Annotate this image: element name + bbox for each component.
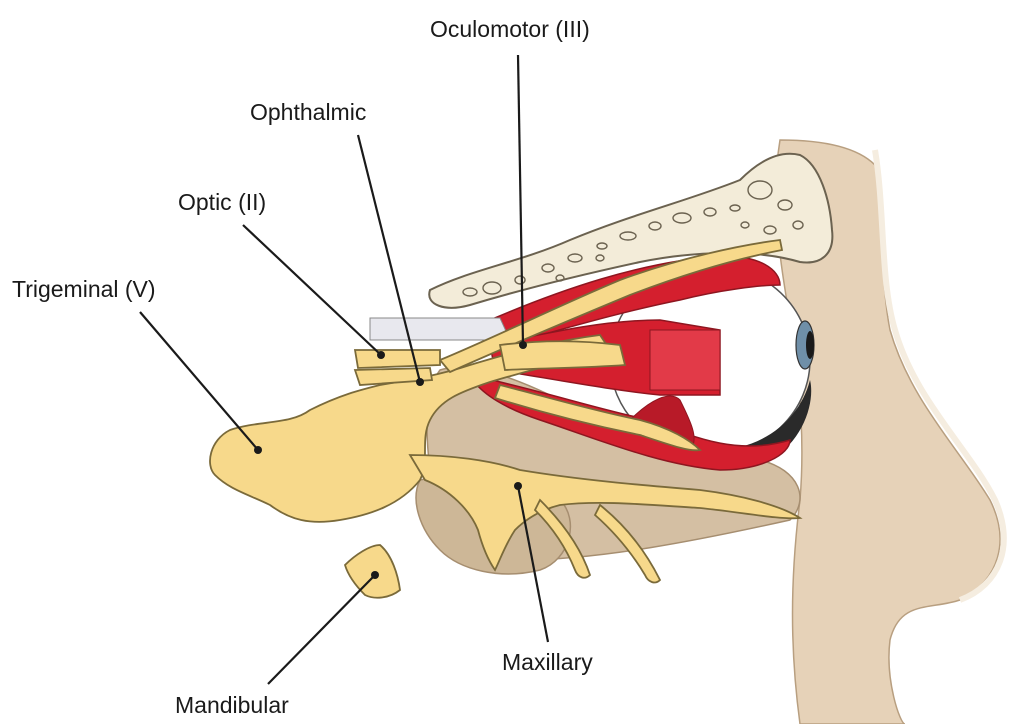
label-oculomotor: Oculomotor (III): [430, 16, 590, 42]
leader-maxillary-dot: [514, 482, 522, 490]
label-ophthalmic: Ophthalmic: [250, 99, 366, 125]
pupil: [806, 331, 814, 359]
leader-ophthalmic-dot: [416, 378, 424, 386]
oculomotor-branch: [500, 341, 625, 370]
leader-mandibular-dot: [371, 571, 379, 579]
leader-ophthalmic: [358, 135, 420, 382]
leader-trigeminal: [140, 312, 258, 450]
mandibular-branch: [345, 545, 400, 598]
label-optic: Optic (II): [178, 189, 266, 215]
label-mandibular: Mandibular: [175, 692, 289, 718]
optic-nerve-stub: [355, 350, 440, 368]
leader-optic-dot: [377, 351, 385, 359]
label-trigeminal: Trigeminal (V): [12, 276, 156, 302]
leader-mandibular: [268, 575, 375, 684]
label-maxillary: Maxillary: [502, 649, 593, 675]
leader-optic: [243, 225, 381, 355]
leader-oculomotor: [518, 55, 523, 345]
optic-nerve: [370, 318, 510, 340]
optic-nerve-shape: [370, 318, 510, 340]
leader-oculomotor-dot: [519, 341, 527, 349]
lateral-muscle-tendon: [650, 330, 720, 390]
leader-trigeminal-dot: [254, 446, 262, 454]
